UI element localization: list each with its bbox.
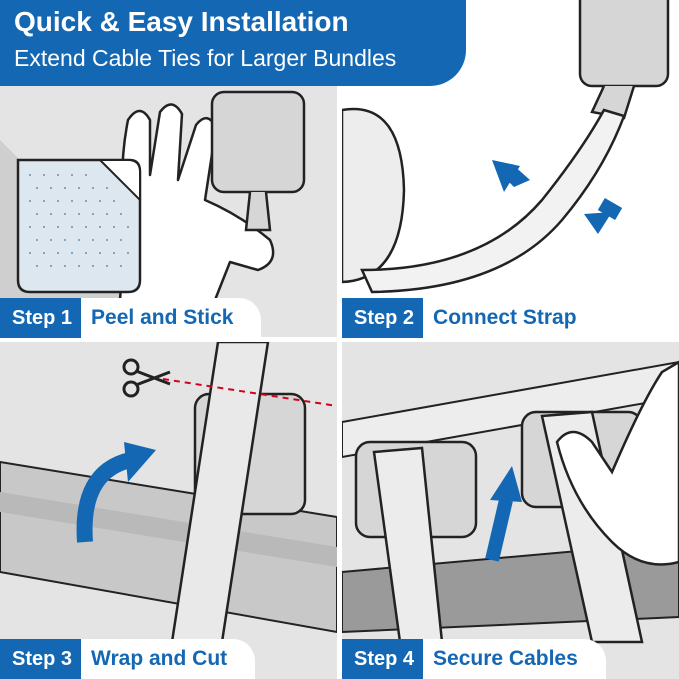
step-3-label: Step 3 Wrap and Cut — [0, 639, 256, 679]
strap — [360, 108, 626, 294]
page-title: Quick & Easy Installation — [14, 6, 349, 37]
step-4-title: Secure Cables — [423, 639, 606, 679]
step-2-label: Step 2 Connect Strap — [342, 298, 605, 338]
step-4-number: Step 4 — [342, 639, 424, 679]
step-1-number: Step 1 — [0, 298, 82, 338]
step-3-illustration — [0, 342, 337, 644]
adhesive-liner — [16, 158, 142, 294]
step-3-number: Step 3 — [0, 639, 82, 679]
step-2-title: Connect Strap — [423, 298, 605, 338]
hand-icon — [118, 103, 275, 302]
step-2-number: Step 2 — [342, 298, 424, 338]
page-subtitle: Extend Cable Ties for Larger Bundles — [14, 45, 397, 71]
mount-pad — [210, 90, 306, 232]
step-1-title: Peel and Stick — [81, 298, 262, 338]
step-2-illustration — [342, 0, 670, 294]
scissors-icon — [122, 358, 171, 398]
step-3-title: Wrap and Cut — [81, 639, 256, 679]
step-1-illustration — [0, 88, 337, 337]
step-1-label: Step 1 Peel and Stick — [0, 298, 262, 338]
header-banner: Quick & Easy Installation Extend Cable T… — [0, 0, 466, 86]
pull-up-arrow-icon — [485, 466, 522, 562]
wrap-arrow-icon — [76, 442, 156, 543]
step-4-label: Step 4 Secure Cables — [342, 639, 606, 679]
panel-step-4 — [342, 342, 679, 679]
press-arrow-right-icon — [584, 197, 623, 234]
panel-step-3 — [0, 342, 337, 679]
hand-icon — [555, 360, 679, 566]
press-arrow-left-icon — [492, 160, 530, 192]
step-4-illustration — [342, 360, 679, 644]
